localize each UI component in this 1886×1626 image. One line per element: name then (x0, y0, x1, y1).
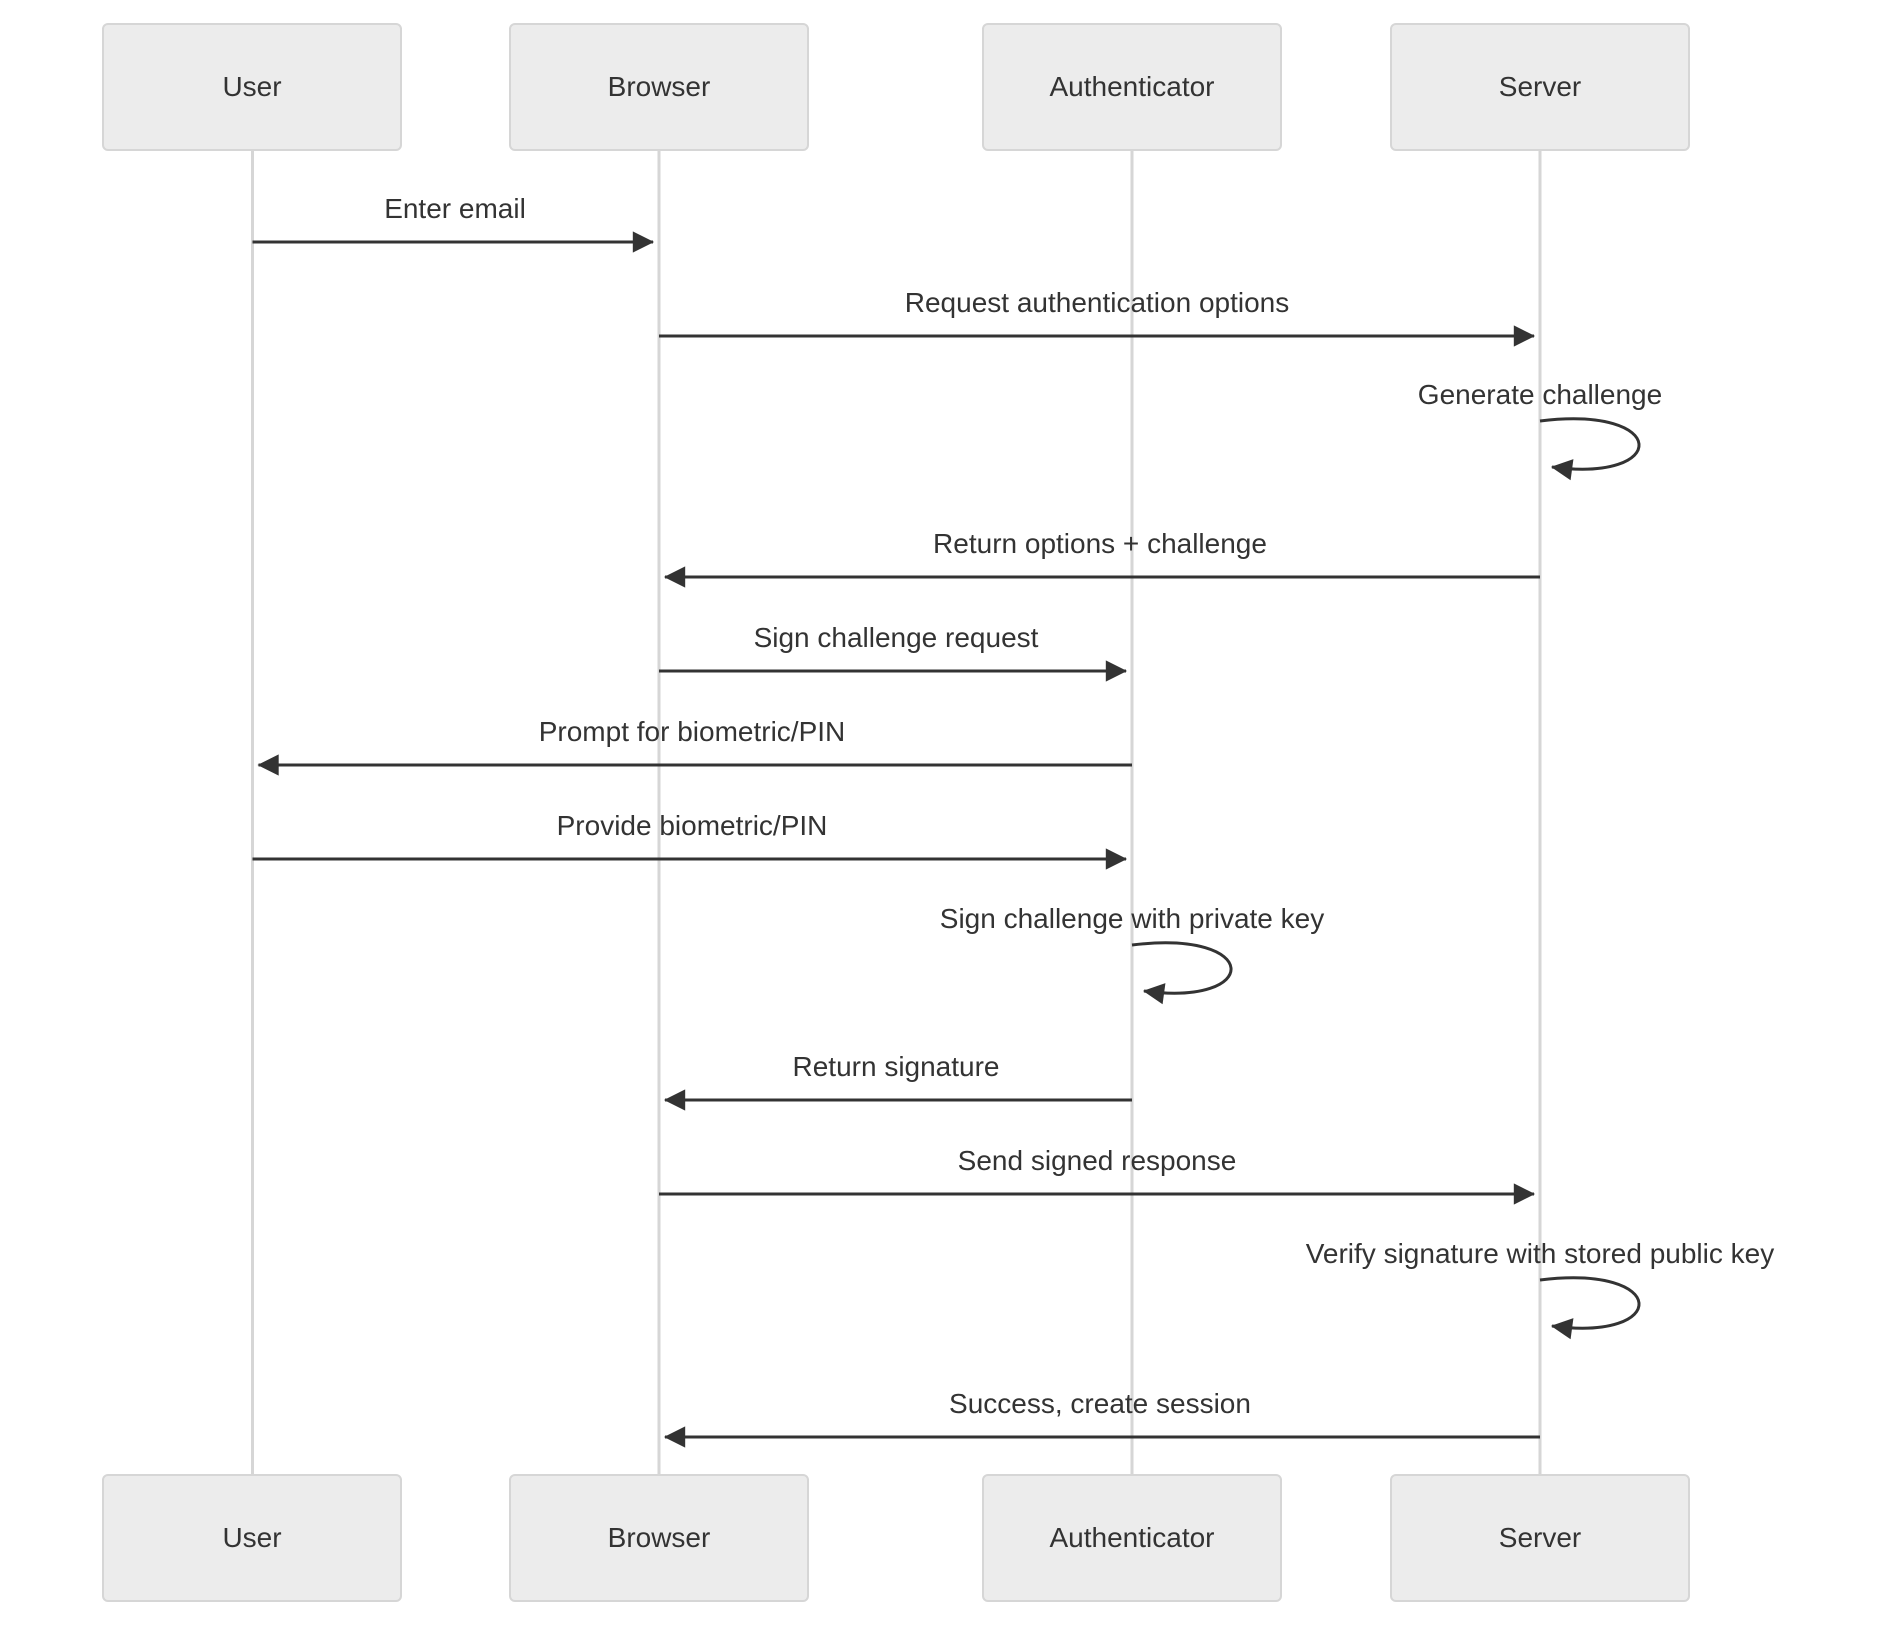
self-loop-generate-challenge (1539, 417, 1641, 481)
actor-box-authenticator-bottom: Authenticator (982, 1474, 1282, 1602)
message-label-request-authentication-options: Request authentication options (904, 287, 1290, 318)
actor-label-browser-bottom: Browser (607, 1522, 711, 1553)
actor-box-server-top: Server (1390, 23, 1690, 151)
actor-label-authenticator-bottom: Authenticator (1049, 1522, 1215, 1553)
actor-label-user-bottom: User (222, 1522, 282, 1553)
actor-box-user-top: User (102, 23, 402, 151)
message-label-prompt-for-biometric-pin: Prompt for biometric/PIN (538, 716, 846, 747)
actor-box-authenticator-top: Authenticator (982, 23, 1282, 151)
message-label-enter-email: Enter email (384, 193, 526, 224)
actor-label-user-top: User (222, 71, 282, 102)
actor-box-browser-bottom: Browser (509, 1474, 809, 1602)
actor-box-browser-top: Browser (509, 23, 809, 151)
message-label-generate-challenge: Generate challenge (1417, 379, 1663, 410)
message-label-sign-challenge-request: Sign challenge request (753, 622, 1039, 653)
message-label-success-create-session: Success, create session (949, 1388, 1251, 1419)
actor-box-user-bottom: User (102, 1474, 402, 1602)
message-label-return-options-challenge: Return options + challenge (933, 528, 1267, 559)
actor-label-authenticator-top: Authenticator (1049, 71, 1215, 102)
actor-label-browser-top: Browser (607, 71, 711, 102)
actor-box-server-bottom: Server (1390, 1474, 1690, 1602)
message-label-return-signature: Return signature (792, 1051, 1000, 1082)
self-loop-sign-challenge-private-key (1131, 941, 1233, 1005)
self-loop-verify-signature (1539, 1276, 1641, 1340)
message-label-provide-biometric-pin: Provide biometric/PIN (556, 810, 828, 841)
message-label-verify-signature: Verify signature with stored public key (1305, 1238, 1775, 1269)
message-label-sign-challenge-private-key: Sign challenge with private key (939, 903, 1325, 934)
actor-label-server-bottom: Server (1498, 1522, 1582, 1553)
actor-label-server-top: Server (1498, 71, 1582, 102)
message-label-send-signed-response: Send signed response (957, 1145, 1237, 1176)
